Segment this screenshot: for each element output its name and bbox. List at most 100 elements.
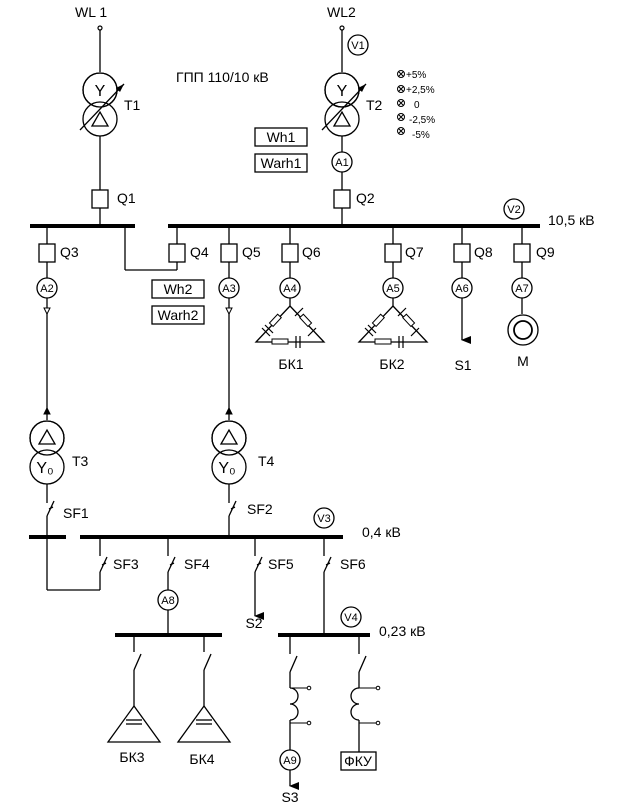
capacitor-bank-bk3 [106,635,162,743]
meter-wh2[interactable] [151,279,205,299]
q9-label: Q9 [536,244,555,260]
sf3-label: SF3 [113,556,139,572]
a6-label: A6 [455,283,468,295]
switch-q5[interactable] [220,243,238,263]
tap-plus5: +5% [406,70,426,81]
substation-title: ГПП 110/10 кВ [176,69,269,85]
switch-q3[interactable] [38,243,56,263]
tap-item[interactable]: +2,5% [397,85,435,96]
switch-q1[interactable] [91,189,109,209]
capacitor-bank-bk2 [357,305,429,348]
t3-star-neutral-symbol: Y₀ [36,460,53,477]
capacitor-bank-bk4 [176,635,232,743]
t2-label: T2 [366,97,383,113]
load-s1-label: S1 [454,357,471,373]
meter-wh1[interactable] [254,127,308,147]
tap-item[interactable]: +5% [397,70,427,81]
voltmeter-v4 [340,606,362,628]
v4-label: V4 [344,612,357,624]
meter-warh1[interactable] [254,153,308,173]
a2-label: A2 [40,283,53,295]
voltage-10-5kv: 10,5 кВ [548,212,595,228]
bus-10-5kv: V2 10,5 кВ [30,198,595,228]
a9-label: A9 [283,755,296,767]
feeder-fku: ФКУ [340,635,381,771]
q1-label: Q1 [117,190,136,206]
tap-item[interactable]: 0 [397,99,421,112]
motor-symbol [507,314,539,346]
motor-label: M [517,353,529,369]
voltmeter-v3 [313,507,335,529]
q7-label: Q7 [405,244,424,260]
switch-q7[interactable] [384,243,402,263]
bk3-label: БК3 [119,749,144,765]
sf1-label: SF1 [63,505,89,521]
t1-delta-symbol [90,110,110,127]
a1-label: A1 [335,157,348,169]
voltmeter-v1 [347,34,369,56]
a7-label: A7 [515,283,528,295]
q5-label: Q5 [242,244,261,260]
feeder-q3: Q3 A2 [36,226,79,420]
switch-q9[interactable] [513,243,531,263]
fku-box[interactable] [340,751,377,771]
feeder-q8: Q8 A6 S1 [451,226,493,373]
warh1-label: Warh1 [261,155,302,171]
tap-changer-list: +5% +2,5% 0 -2,5% -5% [397,70,436,142]
sf6-label: SF6 [340,556,366,572]
switch-q4[interactable] [168,243,186,263]
t4-star-neutral-symbol: Y₀ [218,460,235,477]
bus-0-23kv: V4 0,23 кВ [278,606,426,639]
warh2-label: Warh2 [158,307,199,323]
voltmeter-v2 [503,198,525,220]
sf5-label: SF5 [268,556,294,572]
line-label-wl2: WL2 [327,4,356,20]
a4-label: A4 [283,283,296,295]
wh2-label: Wh2 [164,281,193,297]
bk4-label: БК4 [189,751,214,767]
t1-label: T1 [124,97,141,113]
bk2-label: БК2 [379,356,404,372]
t4-label: T4 [258,453,275,469]
feeder-q9: Q9 A7 M [507,226,555,369]
meter-warh2[interactable] [151,305,205,325]
v3-label: V3 [317,513,330,525]
capacitor-bank-bk1 [254,305,326,348]
t2-star-symbol: Y [337,83,348,100]
q6-label: Q6 [302,244,321,260]
bk1-label: БК1 [278,356,303,372]
a3-label: A3 [222,283,235,295]
v1-label: V1 [351,40,364,52]
load-s3-label: S3 [281,789,298,805]
load-s2-label: S2 [245,615,262,631]
a5-label: A5 [386,283,399,295]
tap-minus2-5: -2,5% [409,115,435,126]
feeder-q6: Q6 A4 БК1 [254,226,326,372]
sf2-label: SF2 [247,501,273,517]
transformer-t2: Y [321,72,367,137]
branch-wl1: WL 1 Y T1 Q1 [75,4,141,226]
tap-item[interactable]: -2,5% [397,113,436,127]
transformer-t3: Y₀ [29,420,65,485]
q8-label: Q8 [474,244,493,260]
feeder-q4: Q4 Wh2 Warh2 [124,226,209,325]
tap-item[interactable]: -5% [397,127,430,142]
q3-label: Q3 [60,244,79,260]
feeder-s3: A9 S3 [279,635,312,805]
s3-coil [289,687,299,721]
wh1-label: Wh1 [267,129,296,145]
voltage-0-23kv: 0,23 кВ [379,623,426,639]
transformer-t4: Y₀ [211,420,247,485]
terminal-wl2 [339,25,345,31]
switch-q6[interactable] [281,243,299,263]
line-label-wl1: WL 1 [75,4,107,20]
switch-q8[interactable] [453,243,471,263]
q4-label: Q4 [190,244,209,260]
switch-q2[interactable] [333,189,351,209]
t2-delta-symbol [332,110,352,127]
fku-coil [350,687,360,721]
t3-delta-symbol [37,428,57,445]
branch-wl2: WL2 V1 Y T2 +5% +2,5% [254,4,436,226]
fku-label: ФКУ [344,753,372,769]
